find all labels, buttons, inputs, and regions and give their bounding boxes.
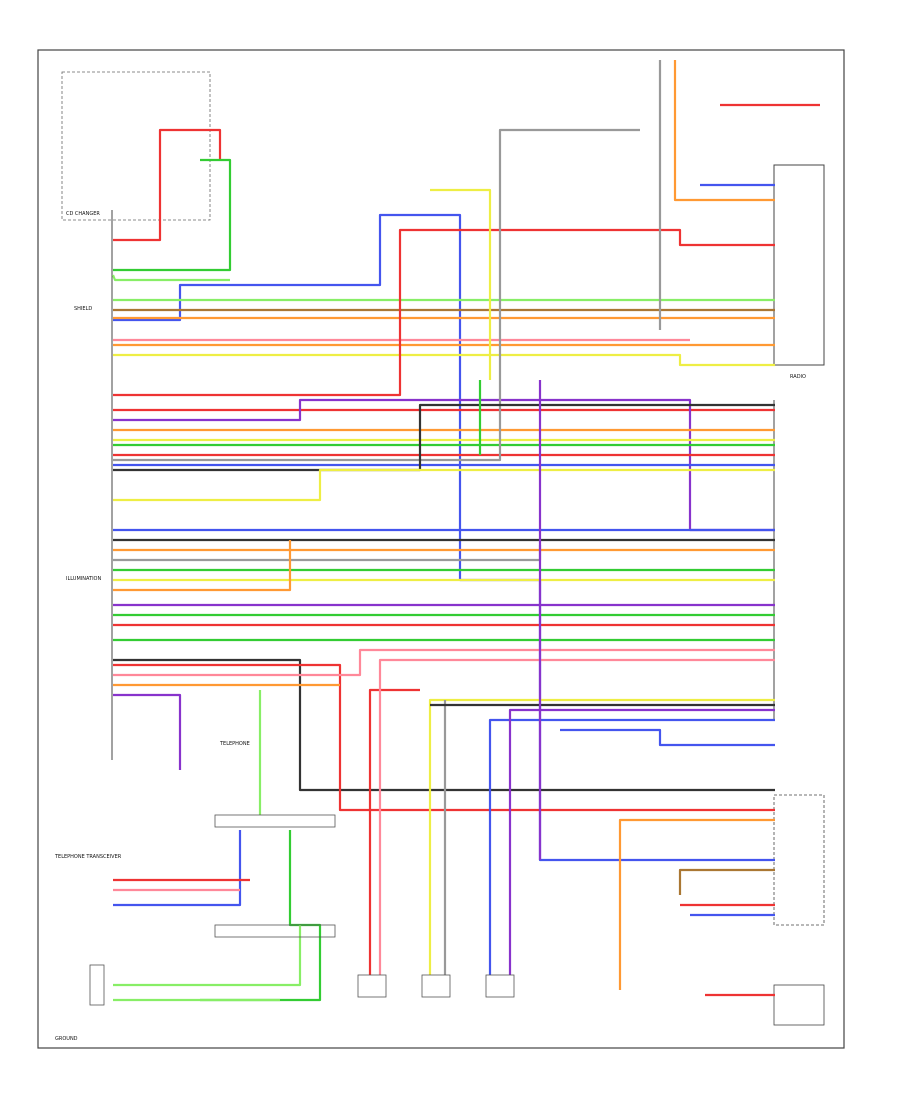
wire-33 <box>113 663 775 812</box>
wire-20 <box>113 468 775 502</box>
wire-51 <box>560 728 775 747</box>
right-unit-low <box>773 794 825 926</box>
wire-34 <box>113 648 775 677</box>
switch-box <box>61 71 211 221</box>
label-telephone-transceiver: TELEPHONE TRANSCEIVER <box>54 854 122 860</box>
wire-52 <box>618 818 775 990</box>
wire-61 <box>430 188 492 380</box>
label-ground: GROUND <box>55 1036 78 1042</box>
wire-42 <box>113 925 302 987</box>
wire-36 <box>113 693 182 770</box>
right-unit-bottom <box>773 984 825 1026</box>
speaker-group <box>357 974 515 998</box>
wire-27 <box>113 540 292 592</box>
wire-0 <box>113 128 222 242</box>
wire-10 <box>113 228 775 397</box>
wire-38 <box>200 830 322 1002</box>
label-radio: RADIO <box>790 374 806 380</box>
telephone-connector-a <box>214 814 336 828</box>
wire-48 <box>488 718 775 975</box>
wire-53 <box>678 868 775 895</box>
wire-19 <box>113 403 775 472</box>
wire-1 <box>113 158 232 272</box>
telephone-plug <box>89 964 105 1006</box>
wire-49 <box>508 708 775 975</box>
wire-32 <box>113 658 775 792</box>
speaker-right-rear <box>357 974 387 998</box>
right-unit-top <box>773 164 825 366</box>
wire-45 <box>378 658 775 975</box>
speaker-left-front <box>485 974 515 998</box>
label-illumination: ILLUMINATION <box>66 576 101 582</box>
diagram-frame <box>37 49 845 1049</box>
wire-44 <box>368 688 420 975</box>
wire-46 <box>428 698 775 975</box>
speaker-left-rear <box>421 974 451 998</box>
wire-5 <box>113 353 775 367</box>
label-telephone: TELEPHONE <box>219 741 250 747</box>
label-shield: SHIELD <box>74 306 92 312</box>
wire-39 <box>113 830 242 907</box>
wire-bundle <box>111 60 820 1002</box>
wire-2 <box>111 274 230 282</box>
wire-18 <box>113 128 640 462</box>
telephone-connector-b <box>214 924 336 938</box>
label-cd-changer: CD CHANGER <box>66 211 100 217</box>
wire-24 <box>113 545 542 562</box>
wire-59 <box>673 60 775 202</box>
